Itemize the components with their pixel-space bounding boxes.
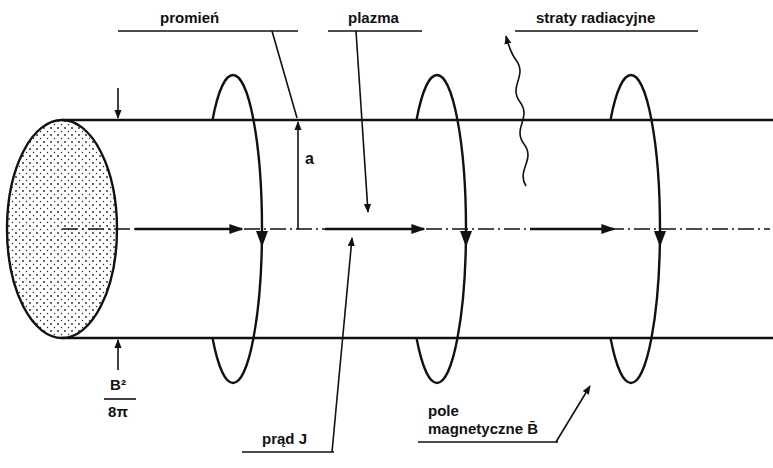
field-arrowhead [460, 231, 472, 247]
leader-line [556, 386, 590, 442]
label: promień [160, 9, 219, 27]
current-arrow [530, 228, 614, 230]
field-loop [233, 75, 262, 383]
underline [418, 441, 558, 443]
underline [515, 30, 698, 32]
leader-line [332, 238, 352, 452]
axis [62, 228, 770, 229]
field-loop [408, 75, 437, 383]
pressure-arrow [117, 88, 119, 118]
label: straty radiacyjne [536, 9, 655, 27]
field-loop [204, 75, 233, 383]
current-arrow [135, 228, 242, 230]
radiation-arrow [506, 36, 528, 186]
field-arrowhead [654, 231, 666, 247]
label: pole magnetyczne B̄ [428, 402, 556, 438]
underline [242, 451, 334, 453]
fraction-bar [104, 398, 136, 400]
field-arrowhead [256, 231, 268, 247]
field-loop [631, 75, 660, 383]
radius-line [297, 122, 299, 229]
label: plazma [348, 9, 399, 27]
leader-line [272, 31, 297, 118]
pressure-arrow [117, 340, 119, 370]
field-loop [602, 75, 631, 383]
leader-line [356, 31, 368, 212]
current-arrow [325, 228, 424, 230]
label: B² [95, 376, 141, 394]
underline [328, 30, 422, 32]
field-loop [437, 75, 466, 383]
label: 8π [95, 403, 141, 421]
label: a [305, 150, 314, 168]
label: prąd J [262, 430, 307, 448]
underline [118, 30, 298, 32]
